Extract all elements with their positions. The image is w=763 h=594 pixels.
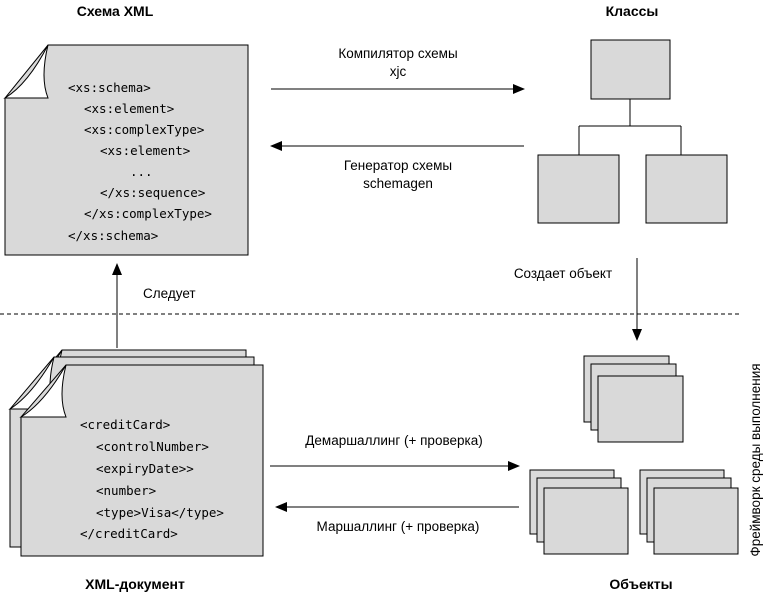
xml-document-page-front (20, 364, 264, 557)
object-box (543, 487, 629, 555)
schema-document-page (4, 44, 249, 256)
generator-label-sub: schemagen (363, 176, 433, 191)
heading-objects: Объекты (609, 576, 672, 592)
unmarshalling-label: Демаршаллинг (+ проверка) (305, 433, 482, 448)
xml-code-line: <type>Visa</type> (96, 505, 224, 520)
heading-xml-document: XML-документ (85, 576, 185, 592)
object-stack-right (639, 469, 739, 555)
follows-label: Следует (143, 286, 196, 301)
class-box-child (645, 154, 728, 224)
class-box-parent (590, 39, 671, 100)
classes-tree (537, 39, 728, 224)
creates-object-label: Создает объект (514, 266, 612, 281)
schema-code-line: ... (130, 164, 153, 179)
compiler-label-sub: xjc (390, 64, 407, 79)
schema-code-line: </xs:complexType> (84, 206, 212, 221)
schema-code-line: <xs:element> (84, 101, 174, 116)
heading-schema: Схема XML (77, 3, 154, 19)
xml-document-stack: <creditCard> <controlNumber> <expiryDate… (8, 349, 264, 557)
schema-document-fold (3, 44, 49, 99)
compiler-label: Компилятор схемы (338, 46, 457, 61)
xml-code-line: </creditCard> (80, 526, 178, 541)
runtime-framework-label: Фреймворк среды выполнения (748, 363, 763, 556)
marshalling-label: Маршаллинг (+ проверка) (317, 519, 480, 534)
schema-code-line: </xs:sequence> (100, 185, 205, 200)
schema-code-line: </xs:schema> (68, 228, 158, 243)
object-stack-left (529, 469, 629, 555)
schema-code-line: <xs:schema> (68, 80, 151, 95)
xml-code-line: <expiryDate>> (96, 461, 194, 476)
schema-document: <xs:schema> <xs:element> <xs:complexType… (3, 44, 249, 256)
xml-code-line: <number> (96, 483, 156, 498)
xml-code-line: <creditCard> (80, 417, 170, 432)
heading-classes: Классы (606, 3, 659, 19)
xml-code-line: <controlNumber> (96, 439, 209, 454)
schema-code-line: <xs:complexType> (84, 122, 204, 137)
class-box-child (537, 154, 620, 224)
object-box (653, 487, 739, 555)
generator-label: Генератор схемы (344, 158, 452, 173)
schema-code-line: <xs:element> (100, 143, 190, 158)
object-stack-top (583, 355, 684, 443)
object-box (597, 375, 684, 443)
xml-document-fold-front (19, 364, 67, 418)
